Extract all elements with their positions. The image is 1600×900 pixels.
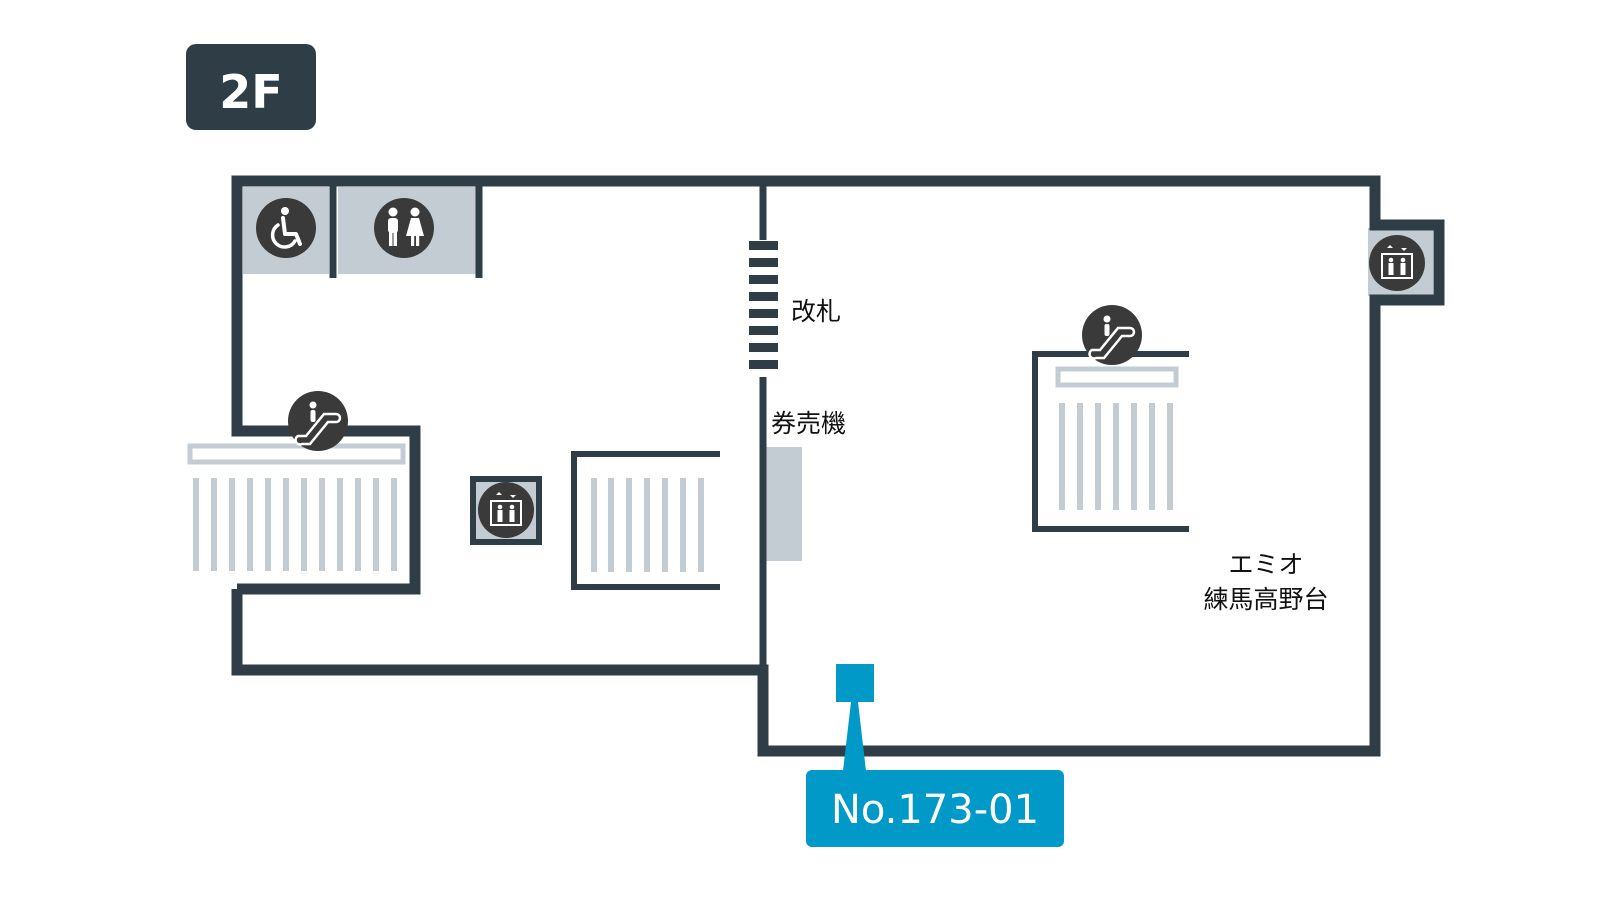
middle-stairs (571, 451, 720, 590)
left-escalator (187, 443, 406, 571)
elevator-icon (1369, 235, 1425, 291)
location-callout-label: No.173-01 (831, 787, 1039, 833)
inner-walls (329, 181, 767, 670)
location-callout[interactable]: No.173-01 (806, 770, 1064, 847)
wheelchair-icon (256, 198, 316, 258)
escalator-icon (288, 391, 348, 451)
escalator-icon (1082, 305, 1142, 365)
floor-badge: 2F (186, 44, 316, 130)
elevator-icon (478, 482, 534, 538)
store-name-line1: エミオ (1228, 550, 1303, 579)
right-escalator (1032, 351, 1189, 532)
ticket-gate-label: 改札 (791, 297, 841, 326)
ticket-gates (749, 241, 778, 369)
store-name-line2: 練馬高野台 (1203, 585, 1328, 614)
ticket-machine-label: 券売機 (771, 409, 846, 438)
location-marker[interactable] (836, 664, 874, 771)
ticket-machine-area (766, 447, 802, 561)
restroom-icon (374, 198, 434, 258)
floor-badge-label: 2F (219, 65, 282, 119)
